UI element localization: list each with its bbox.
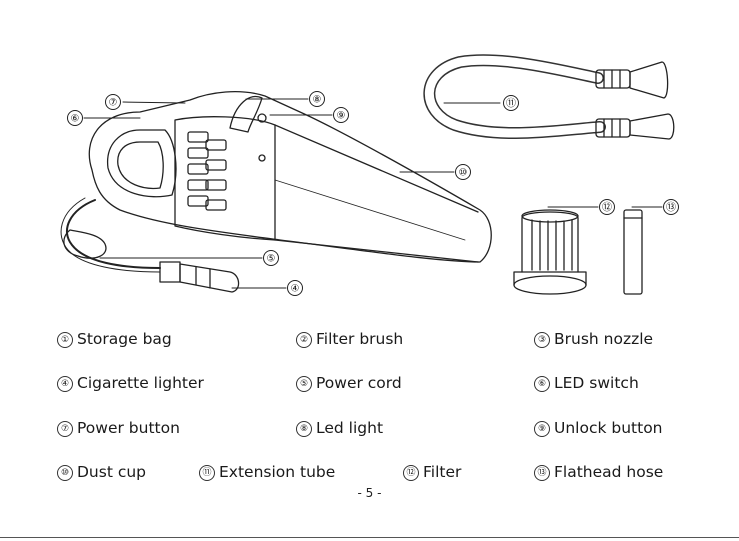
legend-label: Brush nozzle [554,330,653,348]
callout-markers: ⑦ ⑥ ⑧ ⑨ ⑪ ⑩ ⑫ ⑬ [68,92,679,296]
svg-text:④: ④ [291,284,300,295]
svg-text:⑦: ⑦ [109,98,118,109]
legend-number: ⑫ [403,465,419,481]
callout-13: ⑬ [664,200,679,215]
callout-8: ⑧ [310,92,325,107]
legend-label: Power button [77,419,180,437]
legend-label: Cigarette lighter [77,374,204,392]
legend-number: ② [296,332,312,348]
legend-label: Filter brush [316,330,403,348]
svg-text:⑥: ⑥ [71,114,80,125]
legend-label: Storage bag [77,330,172,348]
legend-label: Led light [316,419,383,437]
svg-text:⑧: ⑧ [313,95,322,106]
filter-drawing [514,210,586,294]
callout-10: ⑩ [456,165,471,180]
legend-number: ⑩ [57,465,73,481]
extension-tube-drawing [429,60,673,139]
legend-number: ③ [534,332,550,348]
legend-label: Filter [423,463,461,481]
legend-label: Flathead hose [554,463,663,481]
legend-number: ① [57,332,73,348]
legend-number: ⑤ [296,376,312,392]
flathead-hose-drawing [624,210,642,294]
power-cord-drawing [61,198,239,292]
legend-label: Unlock button [554,419,663,437]
vacuum-body-drawing [89,92,491,262]
callout-7: ⑦ [106,95,121,110]
svg-text:⑪: ⑪ [506,98,516,110]
page-number: - 5 - [0,486,739,500]
legend-label: LED switch [554,374,639,392]
callout-12: ⑫ [600,200,615,215]
legend-number: ⑧ [296,421,312,437]
callout-5: ⑤ [264,251,279,266]
svg-text:⑫: ⑫ [602,202,612,214]
svg-text:⑤: ⑤ [267,254,276,265]
callout-9: ⑨ [334,108,349,123]
legend-number: ④ [57,376,73,392]
legend-number: ⑬ [534,465,550,481]
callout-4: ④ [288,281,303,296]
legend-number: ⑨ [534,421,550,437]
legend-number: ⑦ [57,421,73,437]
bottom-divider [0,537,739,538]
svg-text:⑩: ⑩ [459,168,468,179]
legend-label: Dust cup [77,463,146,481]
svg-text:⑨: ⑨ [337,111,346,122]
product-diagram: ⑦ ⑥ ⑧ ⑨ ⑪ ⑩ ⑫ ⑬ [0,0,739,320]
legend-label: Extension tube [219,463,335,481]
svg-text:⑬: ⑬ [666,202,676,214]
callout-6: ⑥ [68,111,83,126]
legend-number: ⑪ [199,465,215,481]
callout-11: ⑪ [504,96,519,111]
legend-label: Power cord [316,374,402,392]
legend-number: ⑥ [534,376,550,392]
